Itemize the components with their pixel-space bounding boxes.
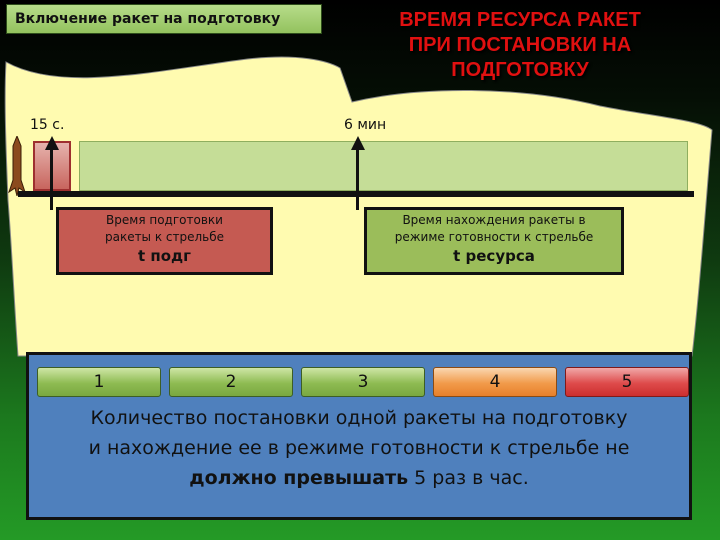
counter-pill: 2 bbox=[169, 367, 293, 397]
ready-box-line: режиме готовности к стрельбе bbox=[367, 229, 621, 246]
counter-pill: 5 bbox=[565, 367, 689, 397]
ready-box-term: t ресурса bbox=[367, 246, 621, 266]
note-line: и нахождение ее в режиме готовности к ст… bbox=[35, 433, 683, 463]
note-line: должно превышать 5 раз в час. bbox=[35, 463, 683, 493]
prep-box-term: t подг bbox=[59, 246, 270, 266]
note-emphasis: должно превышать bbox=[189, 467, 408, 489]
prep-arrow-head-icon bbox=[45, 136, 59, 150]
prep-box-line: Время подготовки bbox=[59, 212, 270, 229]
frequency-panel: 1 2 3 4 5 Количество постановки одной ра… bbox=[26, 352, 692, 520]
ready-time-box: Время нахождения ракеты в режиме готовно… bbox=[364, 207, 624, 275]
counter-pill: 4 bbox=[433, 367, 557, 397]
ready-time-label: 6 мин bbox=[344, 117, 386, 133]
frequency-note: Количество постановки одной ракеты на по… bbox=[35, 403, 683, 493]
prep-box-line: ракеты к стрельбе bbox=[59, 229, 270, 246]
prep-arrow bbox=[50, 148, 53, 210]
prep-time-label: 15 с. bbox=[30, 117, 64, 133]
note-rest: 5 раз в час. bbox=[408, 467, 529, 489]
ready-box-line: Время нахождения ракеты в bbox=[367, 212, 621, 229]
counter-pill: 1 bbox=[37, 367, 161, 397]
ready-arrow-head-icon bbox=[351, 136, 365, 150]
note-line: Количество постановки одной ракеты на по… bbox=[35, 403, 683, 433]
prep-time-box: Время подготовки ракеты к стрельбе t под… bbox=[56, 207, 273, 275]
ready-time-bar bbox=[79, 141, 688, 191]
rocket-icon bbox=[8, 136, 26, 196]
counter-pill: 3 bbox=[301, 367, 425, 397]
ready-arrow bbox=[356, 148, 359, 210]
